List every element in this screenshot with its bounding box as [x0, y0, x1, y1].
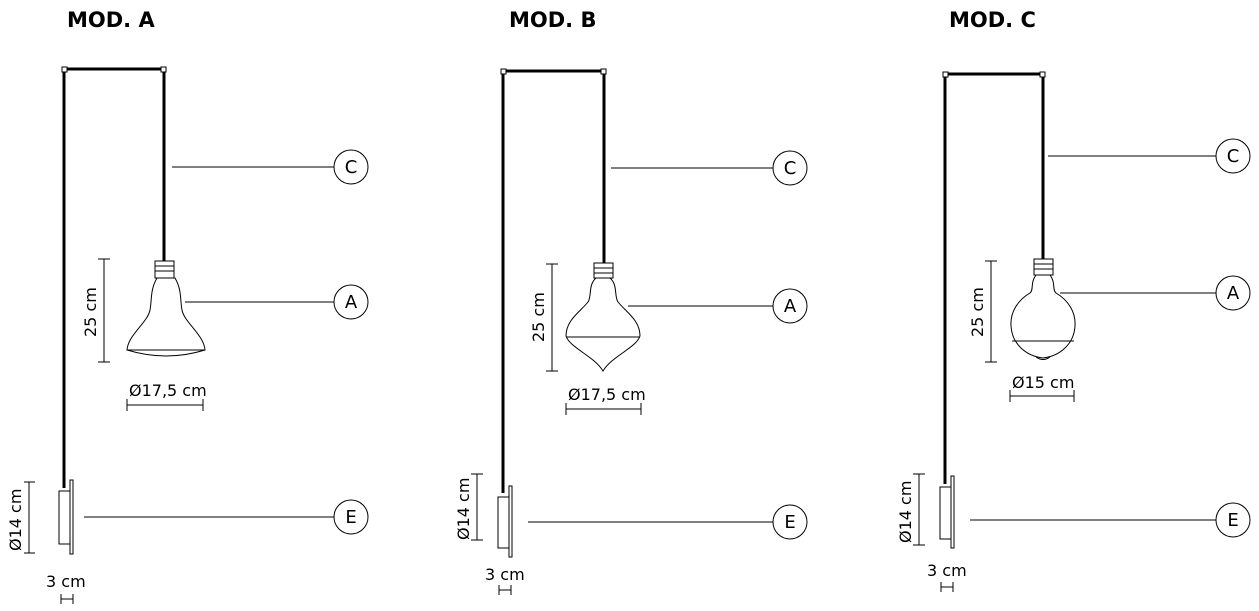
callout-base [1215, 502, 1251, 538]
lamp-socket [593, 262, 614, 279]
wall-plate [69, 479, 74, 555]
callout-base [333, 499, 369, 535]
base-diameter-dimension: Ø14 cm [454, 478, 473, 540]
cable-anchor-right [600, 68, 607, 75]
lamp-bulb [126, 277, 206, 351]
callout-base [772, 504, 808, 540]
model-a: MOD. A 25 cm Ø17,5 cm Ø14 cm 3 cm [6, 8, 369, 604]
cable-anchor-right [1039, 71, 1046, 78]
callout-cable-label: C [345, 157, 358, 178]
height-dimension: 25 cm [529, 292, 548, 342]
callout-lamp-label: A [784, 296, 797, 317]
base-depth-dimension: 3 cm [46, 572, 86, 591]
height-dimension: 25 cm [968, 287, 987, 337]
model-title: MOD. B [509, 8, 596, 32]
cable-anchor-left [61, 66, 68, 73]
cable-anchor-right [160, 66, 167, 73]
cable [62, 67, 166, 488]
wall-base [58, 490, 71, 545]
model-c: MOD. C 25 cm Ø15 cm Ø14 cm 3 cm C [896, 8, 1251, 592]
callout-lamp-label: A [1227, 283, 1240, 304]
cable [943, 72, 1045, 484]
callout-lamp-label: A [345, 292, 358, 313]
wall-base [497, 496, 510, 549]
callout-base-label: E [1227, 510, 1238, 531]
diameter-dimension: Ø15 cm [1012, 373, 1074, 392]
callout-lamp [1215, 275, 1251, 311]
callout-cable-label: C [784, 158, 797, 179]
model-b: MOD. B 25 cm Ø17,5 cm Ø14 cm 3 cm C A [454, 8, 808, 595]
diameter-dimension: Ø17,5 cm [129, 381, 207, 400]
diameter-dimension: Ø17,5 cm [568, 385, 646, 404]
base-diameter-dimension: Ø14 cm [6, 489, 25, 551]
callout-cable [772, 150, 808, 186]
lamp-socket [154, 260, 175, 279]
callout-cable-label: C [1227, 146, 1240, 167]
base-depth-dimension: 3 cm [927, 561, 967, 580]
base-diameter-dimension: Ø14 cm [896, 481, 915, 543]
model-title: MOD. C [949, 8, 1036, 32]
lamp-bulb [1010, 274, 1076, 359]
lamp-bulb [565, 277, 641, 372]
callout-base-label: E [345, 507, 356, 528]
callout-lamp [772, 288, 808, 324]
wall-plate [950, 475, 955, 549]
wall-plate [508, 485, 513, 558]
cable-anchor-left [500, 68, 507, 75]
cable-anchor-left [942, 71, 949, 78]
cable [501, 69, 606, 493]
lamp-socket [1033, 258, 1054, 276]
callout-cable [1215, 138, 1251, 174]
model-title: MOD. A [67, 8, 155, 32]
wall-base [939, 486, 952, 540]
height-dimension: 25 cm [81, 287, 100, 337]
callout-lamp [333, 284, 369, 320]
callout-cable [333, 149, 369, 185]
callout-base-label: E [784, 512, 795, 533]
base-depth-dimension: 3 cm [485, 565, 525, 584]
